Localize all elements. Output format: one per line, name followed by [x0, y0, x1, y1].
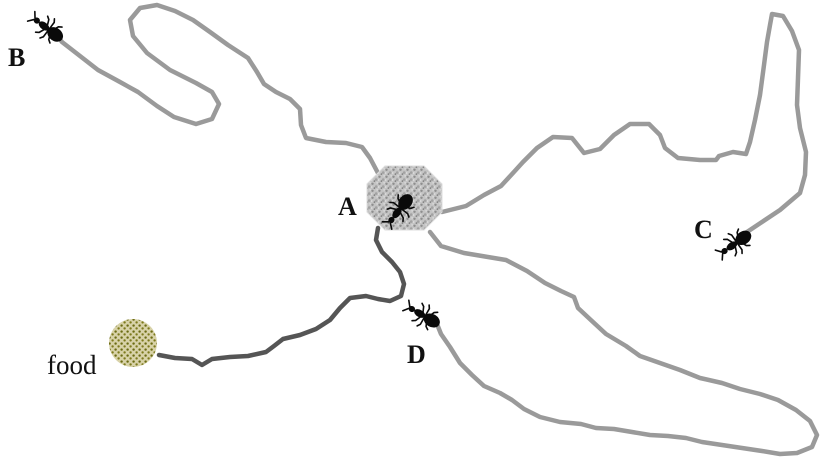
label-d: D: [407, 340, 426, 369]
food-pile-icon: [109, 319, 157, 367]
label-food: food: [47, 350, 97, 380]
trail-a-to-c: [439, 11, 809, 235]
trail-a-to-b: [53, 2, 382, 178]
label-b: B: [8, 43, 25, 72]
label-c: C: [694, 215, 713, 244]
trail-a-to-food: [156, 225, 407, 368]
trail-a-to-d: [427, 229, 820, 457]
label-a: A: [338, 192, 357, 221]
